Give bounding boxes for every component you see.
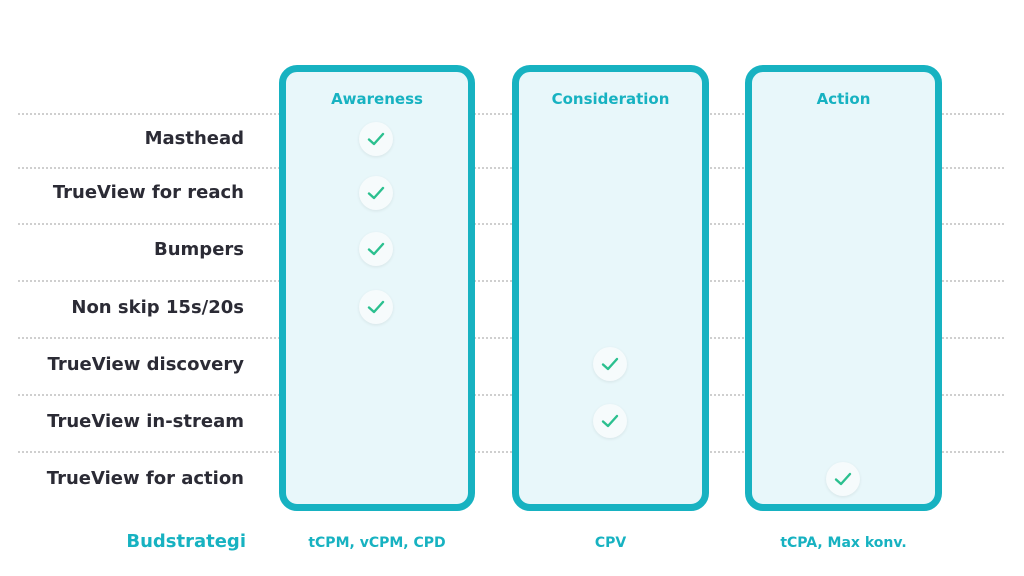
row-divider — [18, 113, 1004, 115]
check-icon — [359, 290, 393, 324]
row-label: TrueView in-stream — [47, 411, 244, 432]
column-consideration: Consideration — [512, 65, 709, 511]
row-label: Non skip 15s/20s — [71, 297, 244, 318]
bid-strategy-action: tCPA, Max konv. — [780, 535, 907, 551]
row-label: Bumpers — [154, 239, 244, 260]
row-divider — [18, 280, 1004, 282]
check-icon — [593, 404, 627, 438]
column-title: Action — [816, 90, 871, 108]
row-divider — [18, 223, 1004, 225]
column-title: Awareness — [331, 90, 423, 108]
row-label: Masthead — [144, 128, 244, 149]
column-action: Action — [745, 65, 942, 511]
row-divider — [18, 451, 1004, 453]
row-label: TrueView for reach — [52, 182, 244, 203]
column-title: Consideration — [551, 90, 670, 108]
bid-strategy-awareness: tCPM, vCPM, CPD — [308, 535, 446, 551]
footer-label: Budstrategi — [126, 531, 246, 552]
row-label: TrueView for action — [46, 468, 244, 489]
row-divider — [18, 337, 1004, 339]
row-divider — [18, 394, 1004, 396]
check-icon — [359, 176, 393, 210]
bid-strategy-consideration: CPV — [594, 535, 627, 551]
check-icon — [593, 347, 627, 381]
row-divider — [18, 167, 1004, 169]
row-label: TrueView discovery — [47, 354, 244, 375]
check-icon — [359, 122, 393, 156]
check-icon — [826, 462, 860, 496]
check-icon — [359, 232, 393, 266]
